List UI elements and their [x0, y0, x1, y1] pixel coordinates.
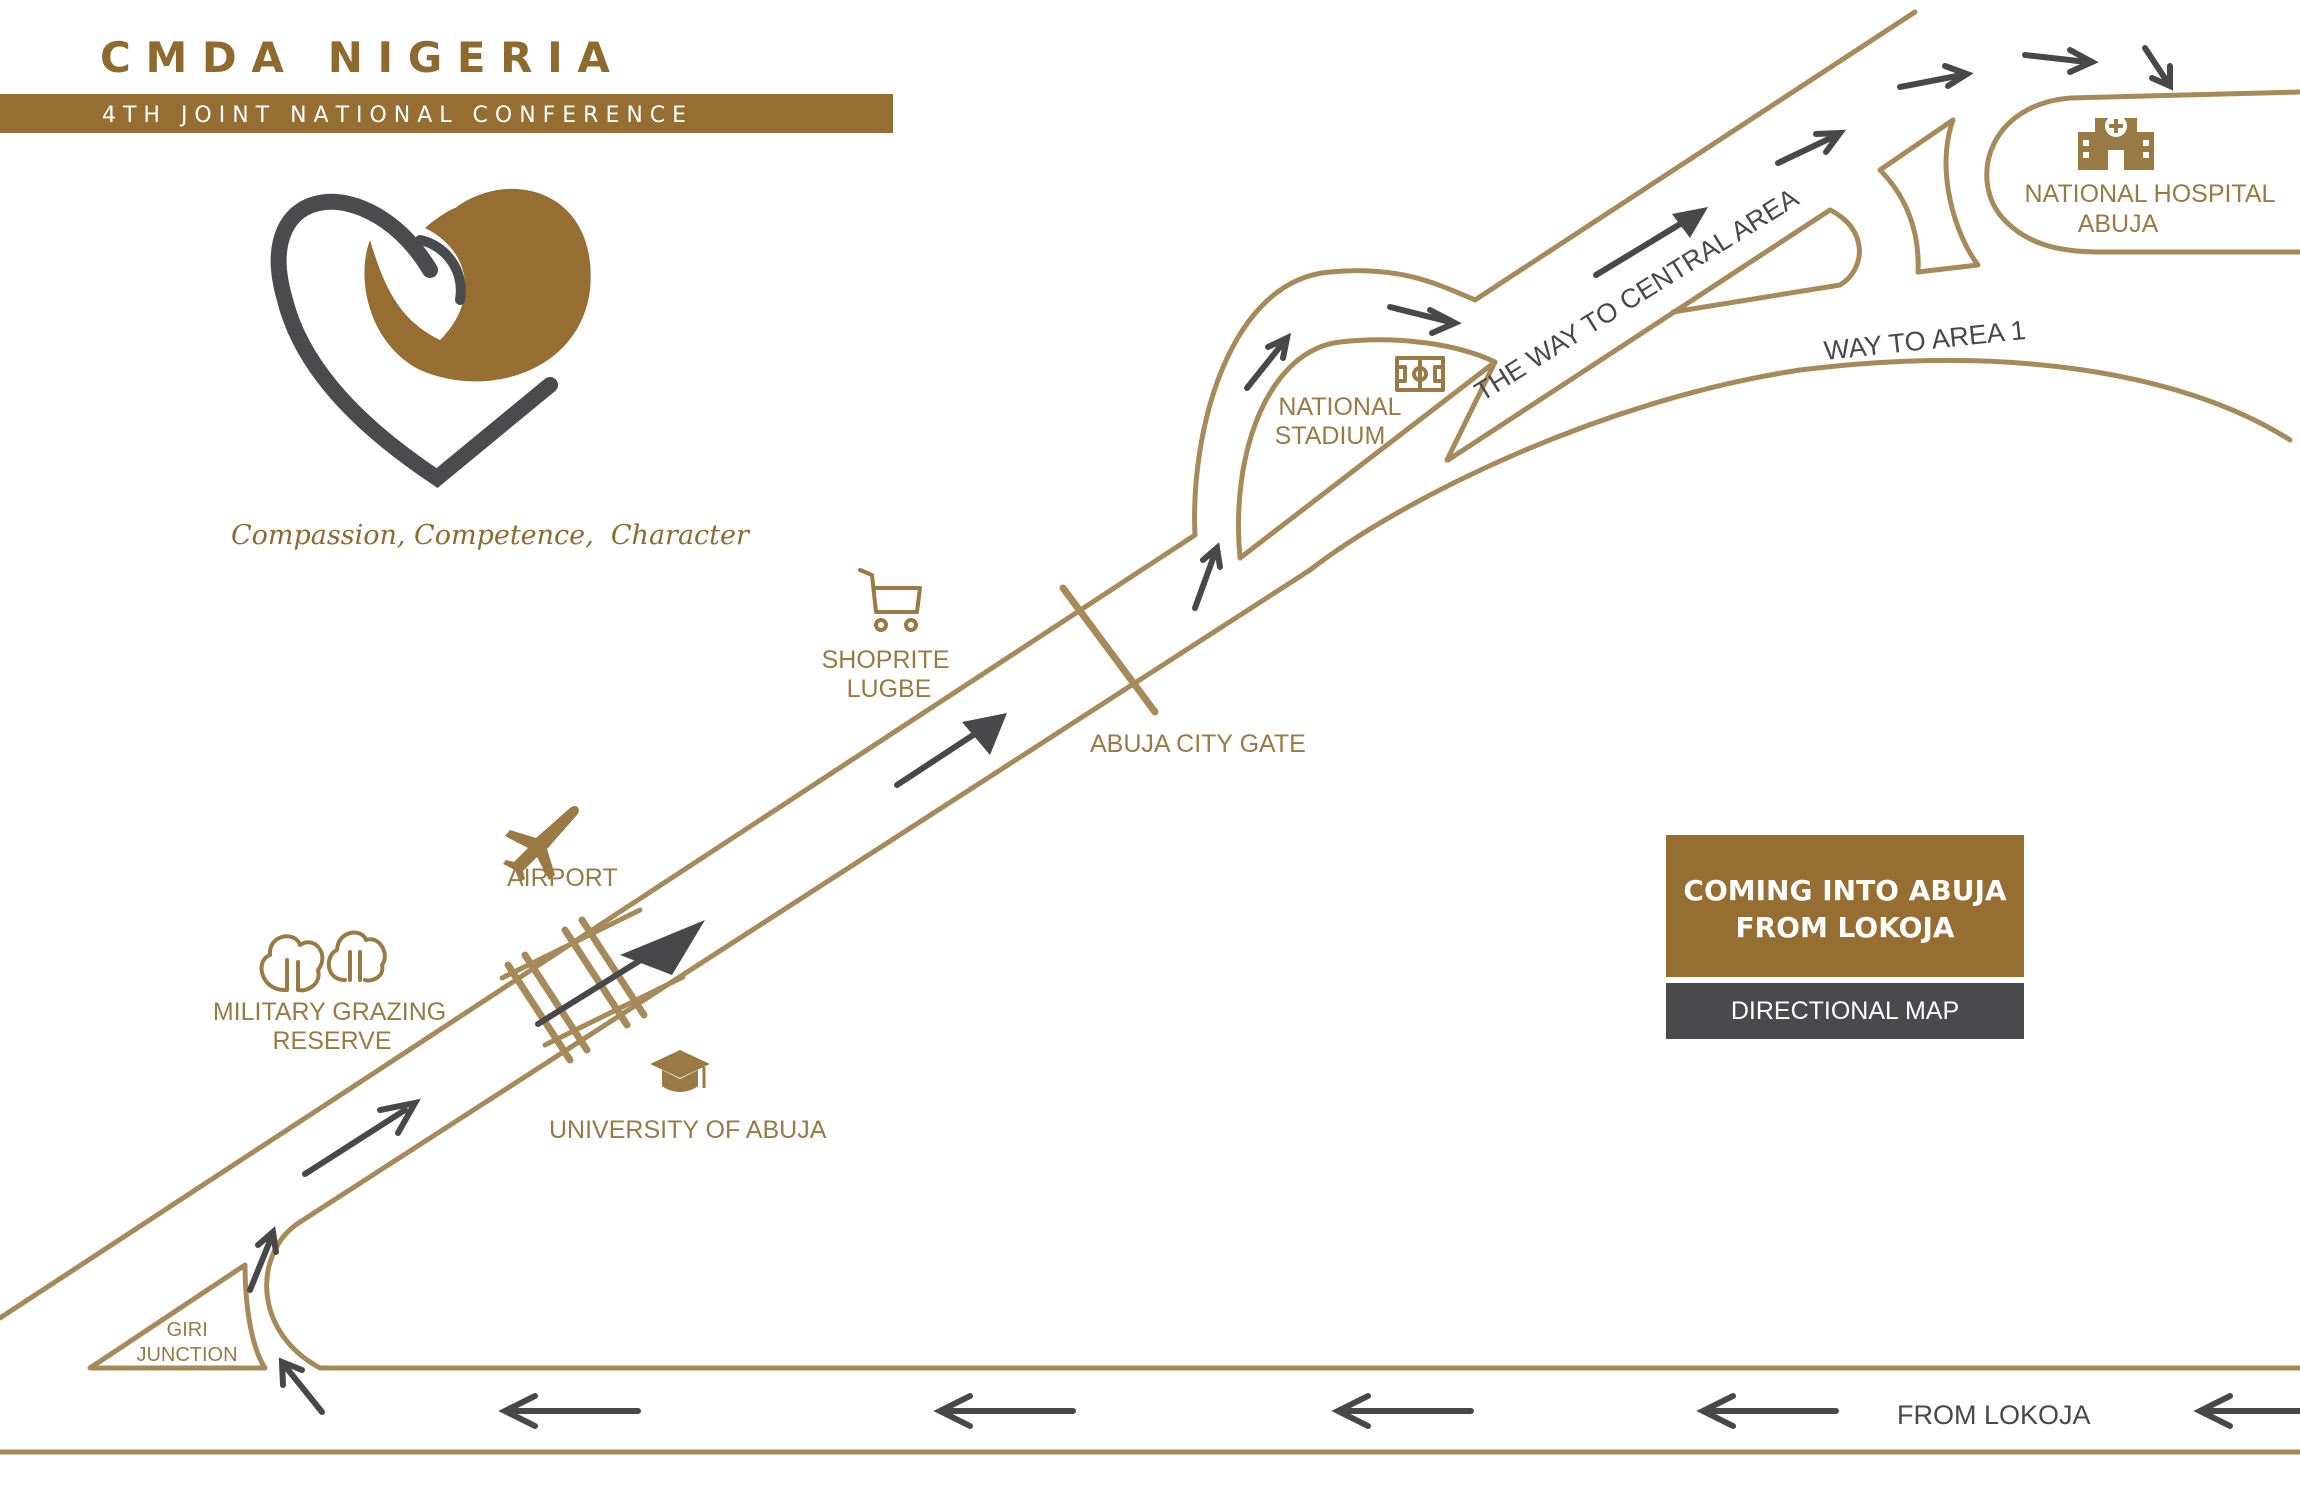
- city-gate-label: ABUJA CITY GATE: [1090, 730, 1306, 758]
- bridge: [499, 907, 686, 1064]
- shopping-cart-icon: [858, 568, 922, 632]
- legend-title-line2: FROM LOKOJA: [1735, 911, 1955, 944]
- road-network: [0, 9, 2300, 1455]
- map-legend: COMING INTO ABUJA FROM LOKOJA DIRECTIONA…: [1666, 835, 2024, 1039]
- tagline: Compassion, Competence, Character: [231, 520, 751, 551]
- central-area-label: THE WAY TO CENTRAL AREA: [1469, 183, 1803, 407]
- airport-label: AIRPORT: [507, 864, 618, 892]
- giri-junction-label: GIRI JUNCTION: [136, 1319, 237, 1366]
- airplane-icon: [503, 805, 579, 882]
- legend-title: COMING INTO ABUJA FROM LOKOJA: [1666, 835, 2024, 977]
- direction-arrows: [247, 45, 2300, 1429]
- hospital-label: NATIONAL HOSPITAL ABUJA: [2024, 180, 2281, 238]
- city-gate-bar: [1059, 584, 1159, 716]
- heart-logo-icon: [270, 188, 591, 488]
- shoprite-label: SHOPRITE LUGBE: [822, 646, 957, 703]
- hospital-icon: [2078, 115, 2154, 170]
- trees-icon: [259, 930, 387, 993]
- conference-banner: [0, 94, 893, 133]
- legend-title-line1: COMING INTO ABUJA: [1683, 874, 2007, 907]
- stadium-icon: [1395, 356, 1445, 392]
- conference-banner-text: 4 T H J O I N T N A T I O N A L C O N F …: [102, 103, 686, 128]
- graduation-cap-icon: [650, 1050, 710, 1092]
- stadium-label: NATIONAL STADIUM: [1275, 393, 1408, 450]
- university-label: UNIVERSITY OF ABUJA: [549, 1116, 827, 1144]
- from-lokoja-label: FROM LOKOJA: [1897, 1400, 2091, 1430]
- grazing-reserve-label: MILITARY GRAZING RESERVE: [213, 998, 453, 1055]
- legend-subtitle: DIRECTIONAL MAP: [1666, 983, 2024, 1039]
- brand-title: C M D A N I G E R I A: [100, 33, 610, 82]
